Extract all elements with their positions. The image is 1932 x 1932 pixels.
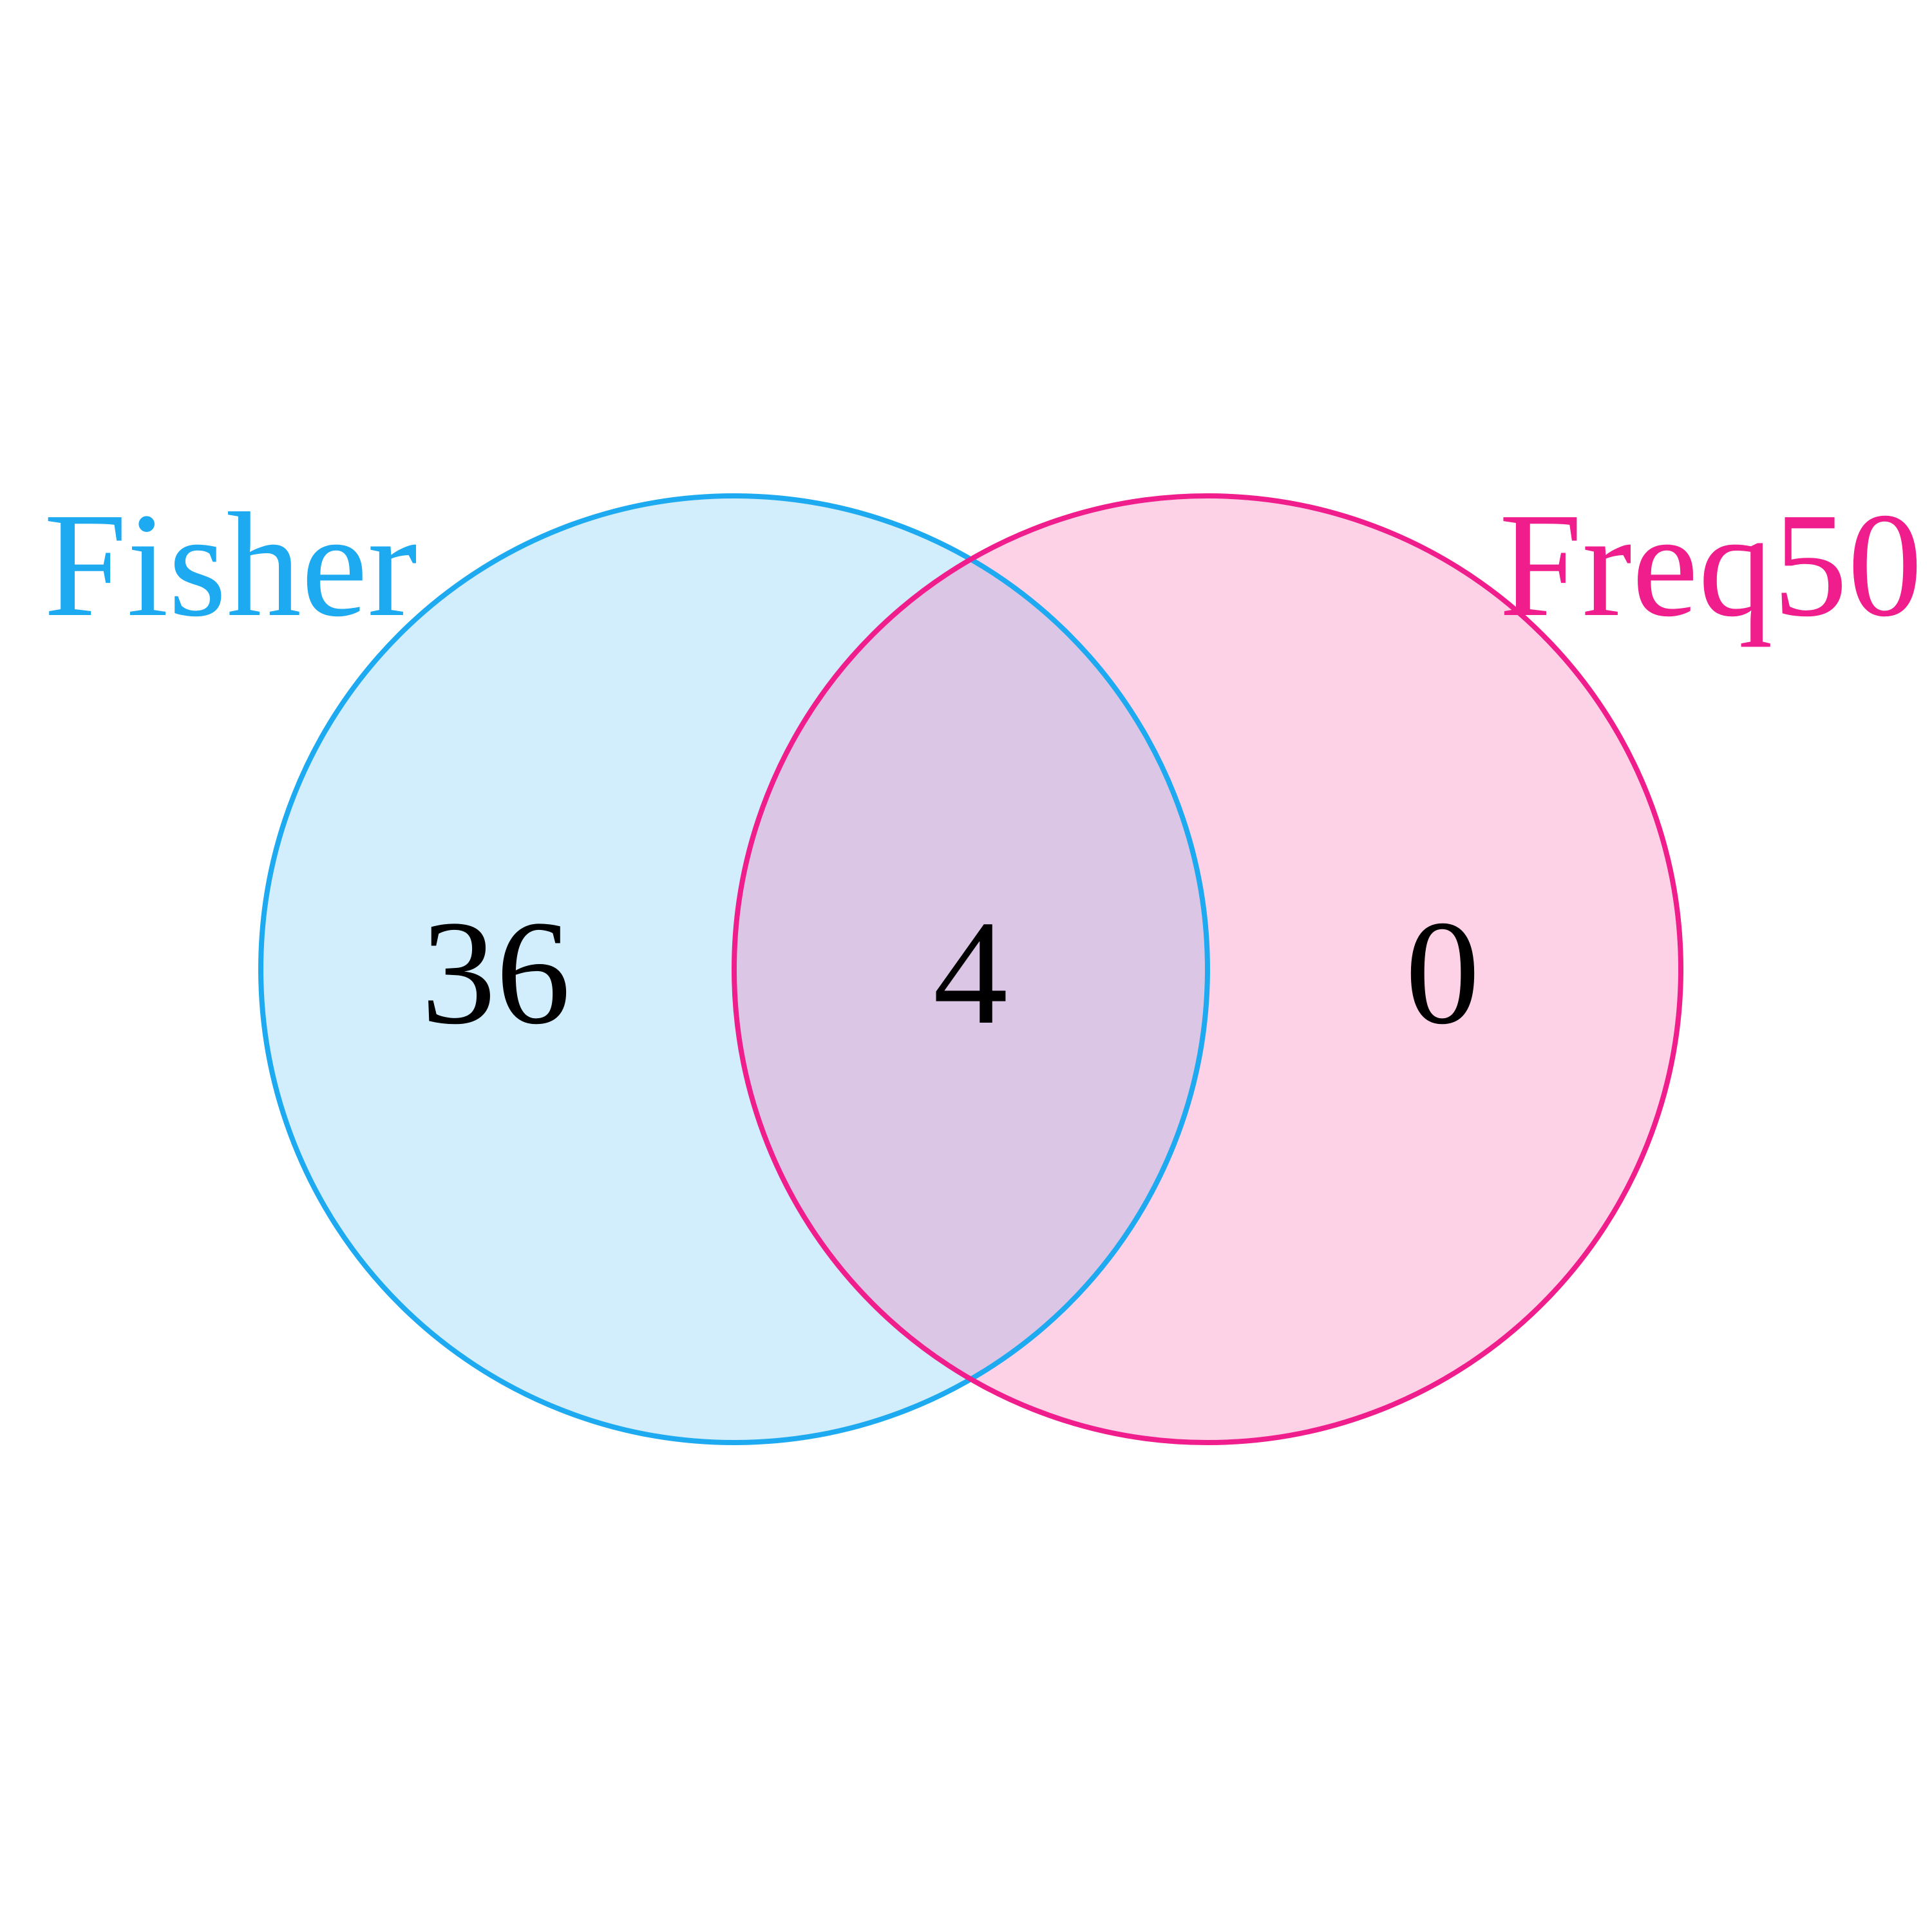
freq50-set-label: Freq50 [1499,482,1922,648]
fisher-only-count: 36 [421,890,571,1056]
freq50-only-count: 0 [1405,890,1480,1056]
overlap-region [734,496,1208,1443]
intersection-count: 4 [933,890,1008,1056]
freq50-circle-outline [732,493,1683,1445]
fisher-set-label: Fisher [44,482,417,648]
fisher-circle-outline [258,493,1210,1445]
